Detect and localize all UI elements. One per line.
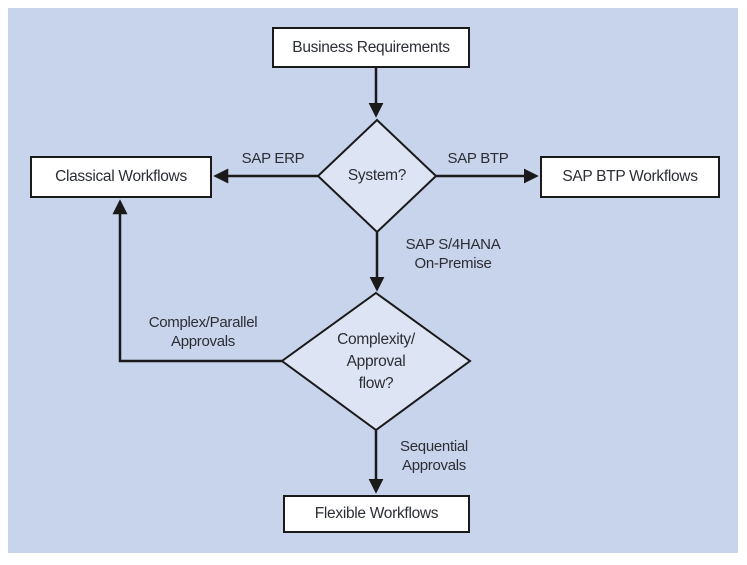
node-sap-btp-workflows-label: SAP BTP Workflows <box>562 168 698 185</box>
node-classical-workflows: Classical Workflows <box>30 156 212 198</box>
edge-label-sap-erp: SAP ERP <box>241 150 305 167</box>
diagram-background <box>8 8 738 553</box>
edge-label-sequential-approvals: Sequential Approvals <box>400 438 468 474</box>
decision-system-shape <box>316 118 438 234</box>
node-flexible-workflows-label: Flexible Workflows <box>314 505 439 522</box>
edge-label-s4hana-on-premise: SAP S/4HANA On-Premise <box>405 236 501 272</box>
node-business-requirements-label: Business Requirements <box>292 38 450 56</box>
node-business-requirements: Business Requirements <box>272 27 470 68</box>
decision-complexity-shape <box>280 291 472 432</box>
node-sap-btp-workflows: SAP BTP Workflows <box>540 156 720 198</box>
decision-system-label: System? <box>347 167 407 184</box>
node-classical-workflows-label: Classical Workflows <box>55 168 187 185</box>
node-flexible-workflows: Flexible Workflows <box>283 495 470 533</box>
edge-label-complex-parallel-approvals: Complex/Parallel Approvals <box>148 314 258 350</box>
edge-complexity-to-classical <box>112 199 282 363</box>
edge-label-sap-btp: SAP BTP <box>447 150 509 167</box>
decision-complexity-label: Complexity/ Approval flow? <box>337 331 415 392</box>
